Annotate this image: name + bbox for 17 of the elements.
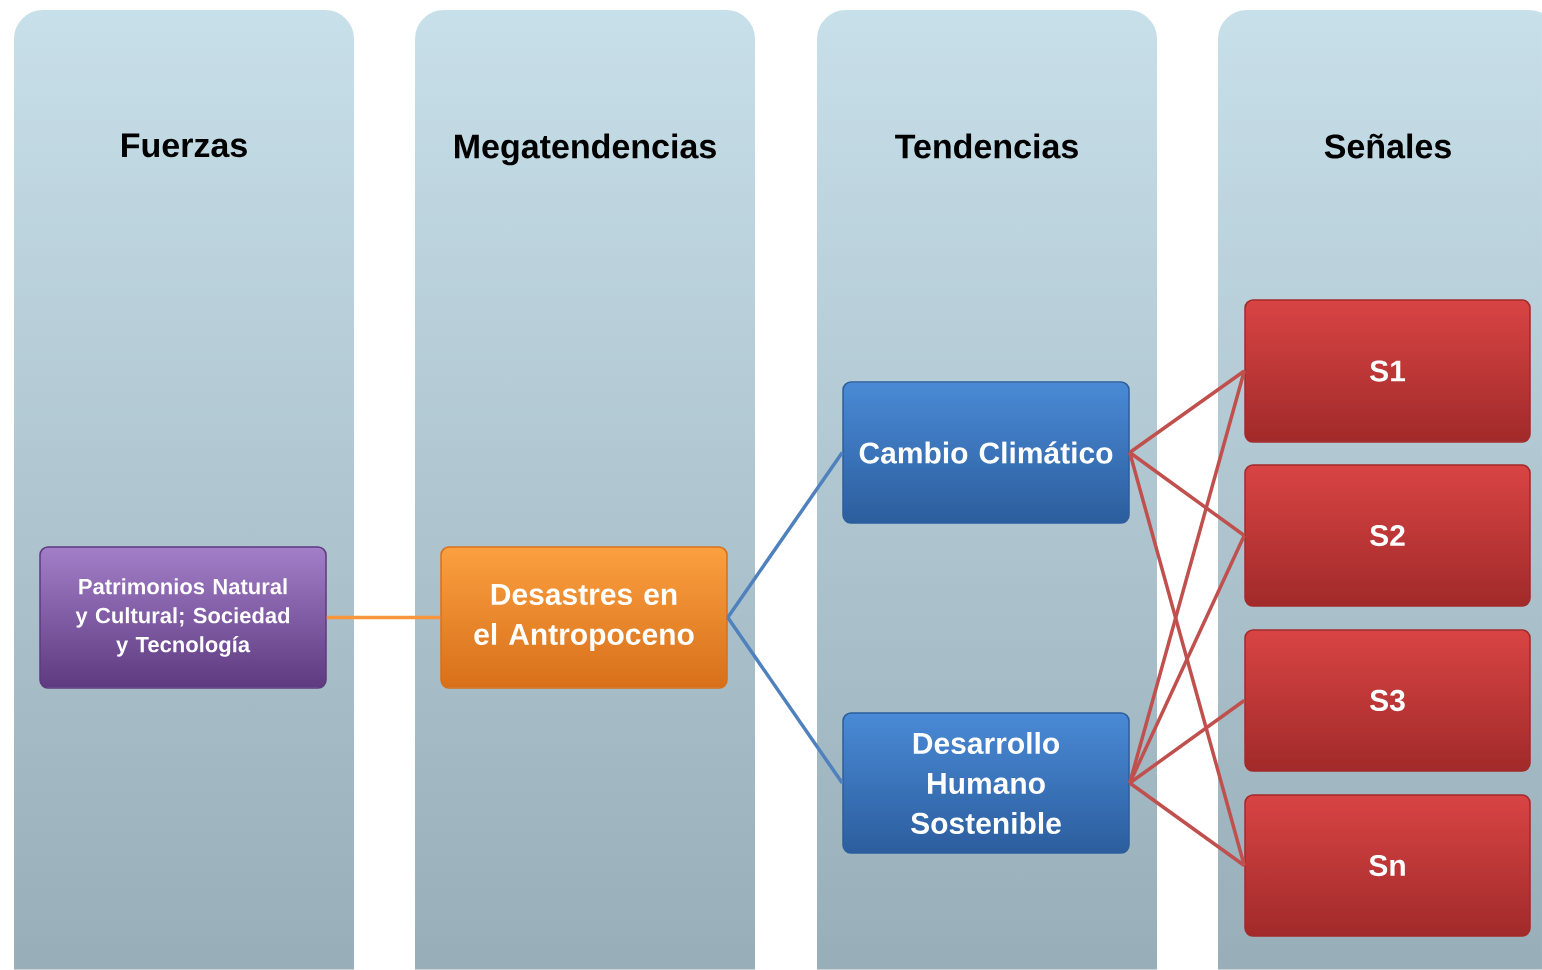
process-box: Desastres en el Antropoceno bbox=[440, 546, 728, 689]
process-box: Sn bbox=[1244, 794, 1531, 937]
process-box: S1 bbox=[1244, 299, 1531, 443]
connector-line bbox=[1128, 370, 1246, 784]
process-box: Cambio Climático bbox=[842, 381, 1130, 524]
process-box: Patrimonios Natural y Cultural; Sociedad y Tecnología bbox=[39, 546, 327, 689]
connector-line bbox=[1128, 781, 1246, 867]
connector-line bbox=[726, 451, 844, 619]
connector-line bbox=[1128, 534, 1246, 784]
process-box: S2 bbox=[1244, 464, 1531, 607]
connector-line bbox=[1128, 452, 1246, 866]
connector-line bbox=[726, 616, 844, 784]
connector-line bbox=[326, 615, 441, 620]
process-box: Desarrollo Humano Sostenible bbox=[842, 712, 1130, 854]
process-box: S3 bbox=[1244, 629, 1531, 772]
connector-line bbox=[1128, 369, 1246, 454]
connector-line bbox=[1128, 451, 1246, 537]
